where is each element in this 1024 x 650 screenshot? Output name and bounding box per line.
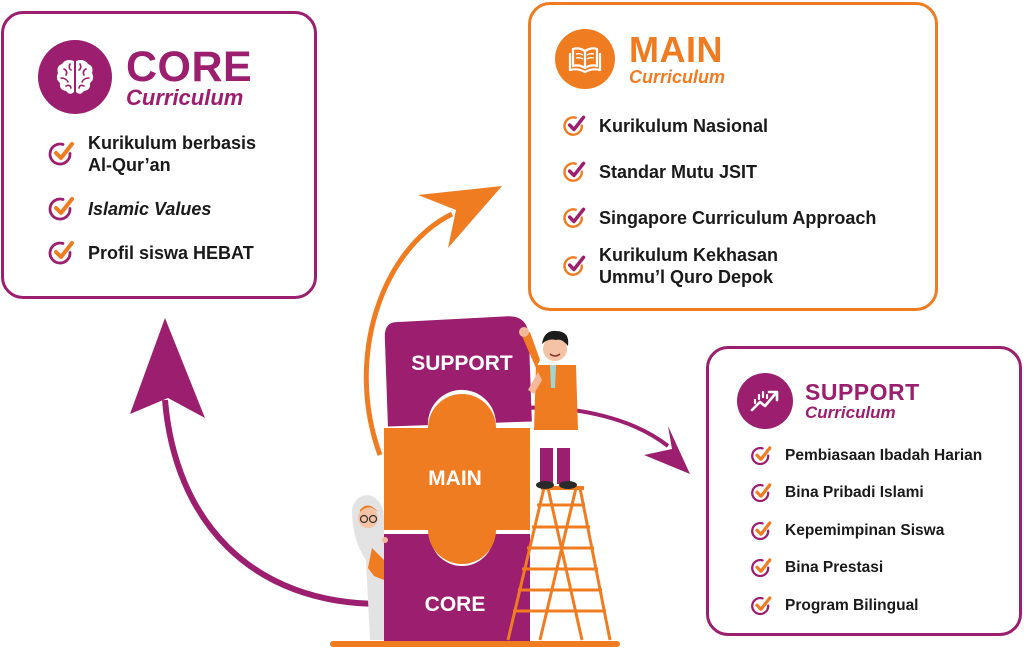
open-book-icon bbox=[555, 29, 615, 89]
item-text: Pembiasaan Ibadah Harian bbox=[785, 446, 983, 464]
check-circle-icon bbox=[751, 558, 772, 578]
check-circle-icon bbox=[751, 596, 772, 615]
list-item: Singapore Curriculum Approach bbox=[561, 195, 876, 241]
check-circle-icon bbox=[751, 521, 772, 540]
main-curriculum-card: MAIN Curriculum Kurikulum Nasional Stand… bbox=[528, 2, 938, 311]
list-item: Profil siswa HEBAT bbox=[46, 238, 256, 268]
arrow-to-core bbox=[130, 318, 385, 608]
item-text: Kepemimpinan Siswa bbox=[785, 521, 945, 539]
core-subtitle: Curriculum bbox=[126, 84, 244, 110]
support-curriculum-card: SUPPORT Curriculum Pembiasaan Ibadah Har… bbox=[706, 346, 1022, 636]
main-title: MAIN bbox=[629, 29, 723, 70]
main-item-list: Kurikulum Nasional Standar Mutu JSIT Sin… bbox=[561, 103, 876, 291]
puzzle-label-main: MAIN bbox=[428, 467, 482, 490]
list-item: Kurikulum Nasional bbox=[561, 103, 876, 149]
check-circle-icon bbox=[751, 446, 772, 465]
standing-man-figure bbox=[519, 327, 578, 489]
item-text-line2: Al-Qur’an bbox=[88, 155, 171, 175]
puzzle-support-piece bbox=[384, 316, 532, 427]
list-item: Bina Pribadi Islami bbox=[749, 475, 982, 513]
check-circle-icon bbox=[563, 207, 586, 228]
check-circle-icon bbox=[563, 115, 586, 136]
list-item: Program Bilingual bbox=[749, 587, 982, 625]
list-item: Pembiasaan Ibadah Harian bbox=[749, 437, 982, 475]
support-header: SUPPORT Curriculum bbox=[737, 373, 920, 429]
support-subtitle: Curriculum bbox=[805, 403, 896, 422]
support-title: SUPPORT bbox=[805, 379, 920, 405]
ladder bbox=[506, 486, 612, 641]
item-text: Kurikulum Nasional bbox=[599, 116, 769, 136]
item-text-bold: HEBAT bbox=[193, 243, 254, 263]
check-circle-icon bbox=[48, 142, 74, 166]
list-item: Bina Prestasi bbox=[749, 550, 982, 588]
item-text: Program Bilingual bbox=[785, 596, 919, 614]
puzzle-main-piece bbox=[384, 394, 530, 564]
peeking-woman-figure bbox=[352, 495, 388, 640]
item-text: Singapore Curriculum Approach bbox=[599, 208, 877, 228]
item-text: Standar Mutu JSIT bbox=[599, 162, 758, 182]
ground-line bbox=[330, 641, 620, 647]
item-text-line1: Kurikulum berbasis bbox=[88, 133, 257, 153]
puzzle-core-piece bbox=[384, 534, 530, 642]
list-item: Standar Mutu JSIT bbox=[561, 149, 876, 195]
main-subtitle: Curriculum bbox=[629, 67, 726, 87]
item-text: Profil siswa bbox=[88, 243, 194, 263]
check-circle-icon bbox=[48, 197, 74, 221]
puzzle-stack: SUPPORT MAIN CORE bbox=[384, 316, 532, 642]
main-header: MAIN Curriculum bbox=[555, 29, 725, 89]
item-text-line2: Ummu’l Quro Depok bbox=[599, 267, 774, 287]
check-circle-icon bbox=[48, 241, 74, 265]
arrow-to-main bbox=[363, 186, 502, 456]
item-text-line1: Kurikulum Kekhasan bbox=[599, 245, 779, 265]
check-circle-icon bbox=[751, 483, 772, 503]
item-text: Bina Pribadi Islami bbox=[785, 484, 924, 502]
support-item-list: Pembiasaan Ibadah Harian Bina Pribadi Is… bbox=[749, 437, 982, 625]
check-circle-icon bbox=[563, 161, 586, 182]
list-item: Kepemimpinan Siswa bbox=[749, 512, 982, 550]
brain-icon bbox=[38, 40, 112, 114]
growth-chart-icon bbox=[737, 373, 793, 429]
core-header: CORE Curriculum bbox=[38, 40, 252, 114]
core-title: CORE bbox=[126, 42, 253, 91]
check-circle-icon bbox=[563, 255, 586, 276]
list-item: Islamic Values bbox=[46, 194, 256, 224]
item-text: Islamic Values bbox=[88, 199, 212, 219]
puzzle-label-support: SUPPORT bbox=[411, 352, 513, 375]
puzzle-label-core: CORE bbox=[425, 593, 486, 616]
item-text: Bina Prestasi bbox=[785, 559, 884, 577]
